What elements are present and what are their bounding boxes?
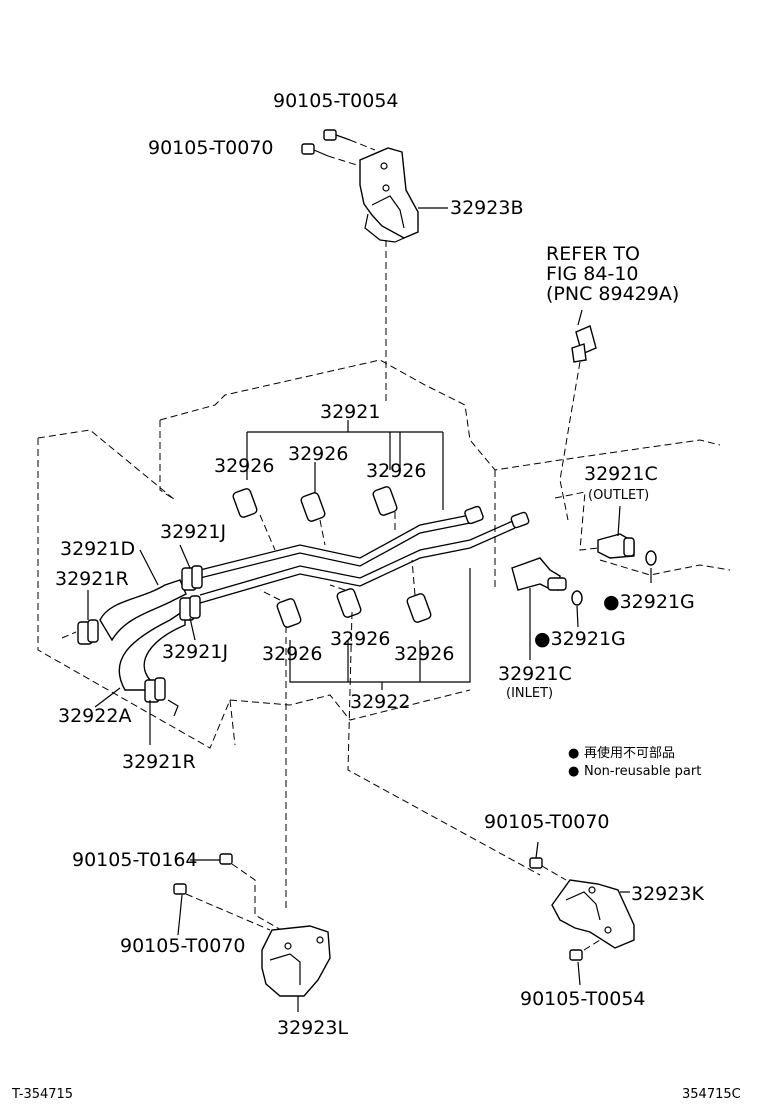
label-refer-3: (PNC 89429A)	[546, 283, 679, 305]
legend-en: Non-reusable part	[584, 764, 701, 779]
hoses-clamps	[61, 544, 203, 745]
union-32921c-outlet	[597, 533, 635, 559]
bracket-32923l-group	[173, 853, 331, 1012]
label-gasket-g-mid-text: 32921G	[551, 628, 626, 650]
label-clamp-r-lower: 32921R	[122, 751, 196, 773]
label-bolt-top-2: 90105-T0070	[148, 137, 274, 159]
label-bolt-left-1: 90105-T0164	[72, 849, 198, 871]
label-sleeve-6: 32926	[394, 643, 454, 665]
legend: ● 再使用不可部品 ● Non-reusable part	[568, 745, 701, 779]
label-bolt-top-1: 90105-T0054	[273, 90, 399, 112]
gasket-32921g-mid	[571, 590, 583, 606]
label-inlet-note: (INLET)	[506, 686, 553, 701]
footer-left: T-354715	[11, 1087, 73, 1102]
labels: 90105-T0054 90105-T0070 32923B REFER TO …	[11, 90, 741, 1102]
label-refer-1: REFER TO	[546, 243, 640, 265]
bolt-90105-t0070-right	[529, 841, 543, 869]
label-outlet-union: 32921C	[584, 463, 658, 485]
non-reusable-marker: ●	[534, 628, 551, 650]
label-clamp-j-lower: 32921J	[162, 641, 228, 663]
label-bracket-b: 32923B	[450, 197, 523, 219]
label-sleeve-5: 32926	[330, 628, 390, 650]
engine-outline	[37, 359, 731, 749]
label-hose-d: 32921D	[60, 538, 135, 560]
label-sleeve-4: 32926	[262, 643, 322, 665]
legend-marker-en: ●	[568, 764, 579, 779]
label-gasket-g-right-text: 32921G	[620, 591, 695, 613]
label-bracket-k: 32923K	[631, 883, 704, 905]
legend-marker-jp: ●	[568, 746, 579, 761]
label-outlet-note: (OUTLET)	[588, 488, 649, 503]
bolt-90105-t0070-left	[173, 883, 187, 936]
label-bolt-right-2: 90105-T0054	[520, 988, 646, 1010]
sleeve-4	[276, 598, 302, 628]
sleeve-3	[372, 486, 398, 516]
sleeve-6	[406, 593, 432, 623]
label-tube-32922: 32922	[350, 691, 410, 713]
sleeve-1	[232, 488, 258, 518]
sleeve-2	[300, 492, 326, 522]
bracket-32923b	[359, 147, 419, 243]
label-sleeve-1: 32926	[214, 455, 274, 477]
unions	[511, 491, 657, 660]
label-gasket-g-mid: ●32921G	[534, 628, 626, 650]
bracket-32923k-group	[529, 841, 635, 986]
legend-jp: 再使用不可部品	[584, 745, 675, 761]
callout-32921	[246, 420, 444, 510]
label-bracket-l: 32923L	[277, 1017, 348, 1039]
label-refer-2: FIG 84-10	[546, 263, 639, 285]
label-bolt-right-1: 90105-T0070	[484, 811, 610, 833]
clamp-32921j-lower	[179, 595, 201, 621]
clamp-32921j-upper	[181, 565, 203, 591]
label-tube-32921: 32921	[320, 401, 380, 423]
gasket-32921g-right	[645, 550, 657, 566]
tube-assembly	[199, 505, 530, 604]
label-inlet-union: 32921C	[498, 663, 572, 685]
bolt-90105-t0054-top	[323, 129, 351, 141]
label-bolt-left-2: 90105-T0070	[120, 935, 246, 957]
clamp-32921r-lower	[144, 677, 179, 717]
label-gasket-g-right: ●32921G	[603, 591, 695, 613]
clamp-32921r-upper	[61, 619, 99, 645]
bolt-90105-t0054-right	[569, 949, 583, 986]
label-hose-a: 32922A	[58, 705, 131, 727]
union-32921c-inlet	[511, 557, 567, 591]
footer-right: 354715C	[682, 1087, 741, 1102]
label-clamp-j-upper: 32921J	[160, 521, 226, 543]
label-sleeve-3: 32926	[366, 460, 426, 482]
pressure-sensor	[559, 309, 597, 521]
sleeves	[232, 486, 432, 628]
callout-32922	[285, 568, 541, 910]
label-clamp-r-upper: 32921R	[55, 568, 129, 590]
bracket-32923b-group	[301, 129, 448, 405]
sleeve-5	[336, 588, 362, 618]
non-reusable-marker: ●	[603, 591, 620, 613]
bolt-90105-t0164-left	[190, 853, 233, 865]
bolt-90105-t0070-top	[301, 143, 329, 157]
label-sleeve-2: 32926	[288, 443, 348, 465]
